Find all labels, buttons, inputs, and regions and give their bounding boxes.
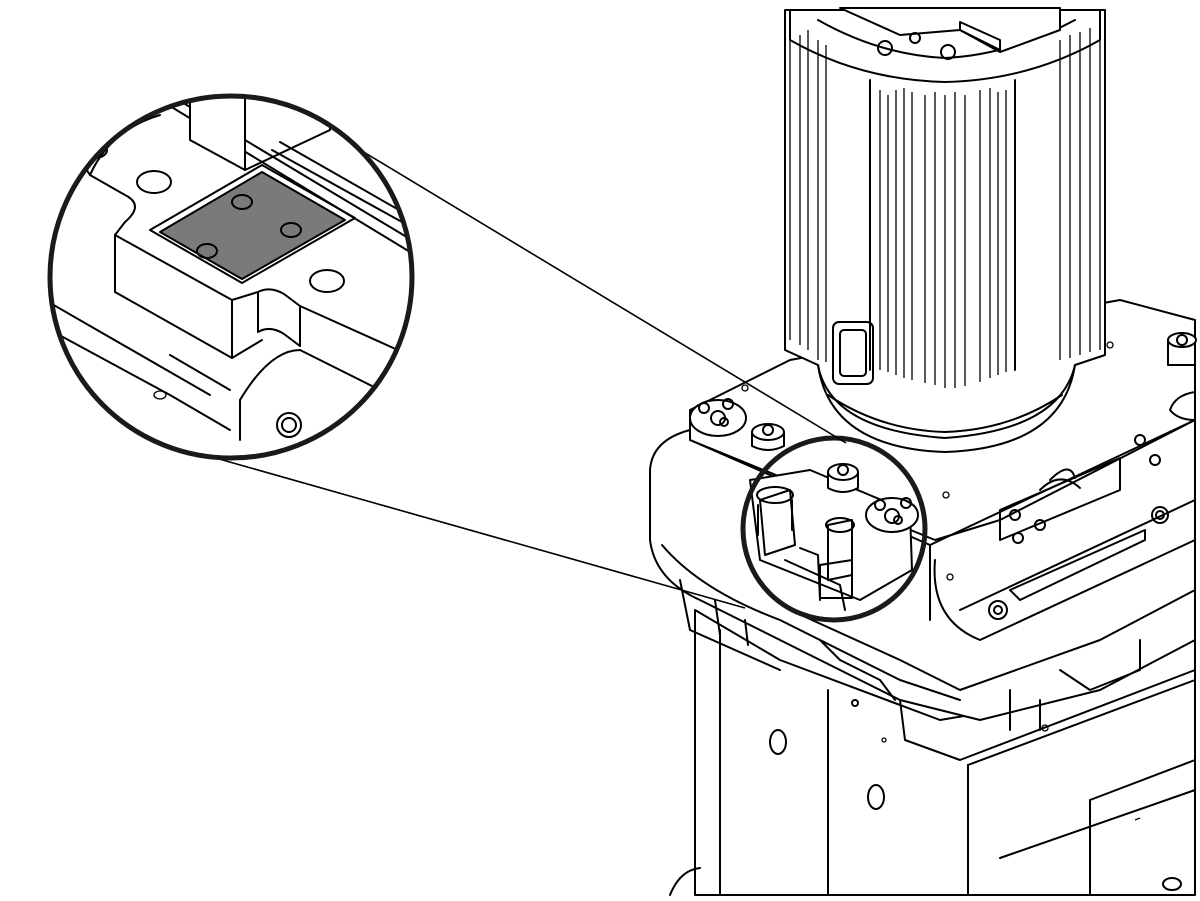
base-column <box>669 609 1196 896</box>
detail-area-parts <box>749 463 919 611</box>
pin-cap-right <box>1169 391 1196 421</box>
motor-flange <box>789 7 1101 83</box>
highlighted-plate <box>159 171 346 280</box>
cooling-fins <box>789 25 1101 388</box>
bolts <box>689 332 1197 451</box>
leader-lines <box>204 144 847 609</box>
magnified-detail-view <box>47 93 415 461</box>
hex-nut-left <box>751 423 785 451</box>
pin-cap-left <box>689 398 747 437</box>
motor <box>784 7 1106 453</box>
hex-nut-right <box>1167 332 1197 366</box>
plate-bolt-holes <box>196 194 302 259</box>
detail-callout-marker <box>740 435 928 623</box>
